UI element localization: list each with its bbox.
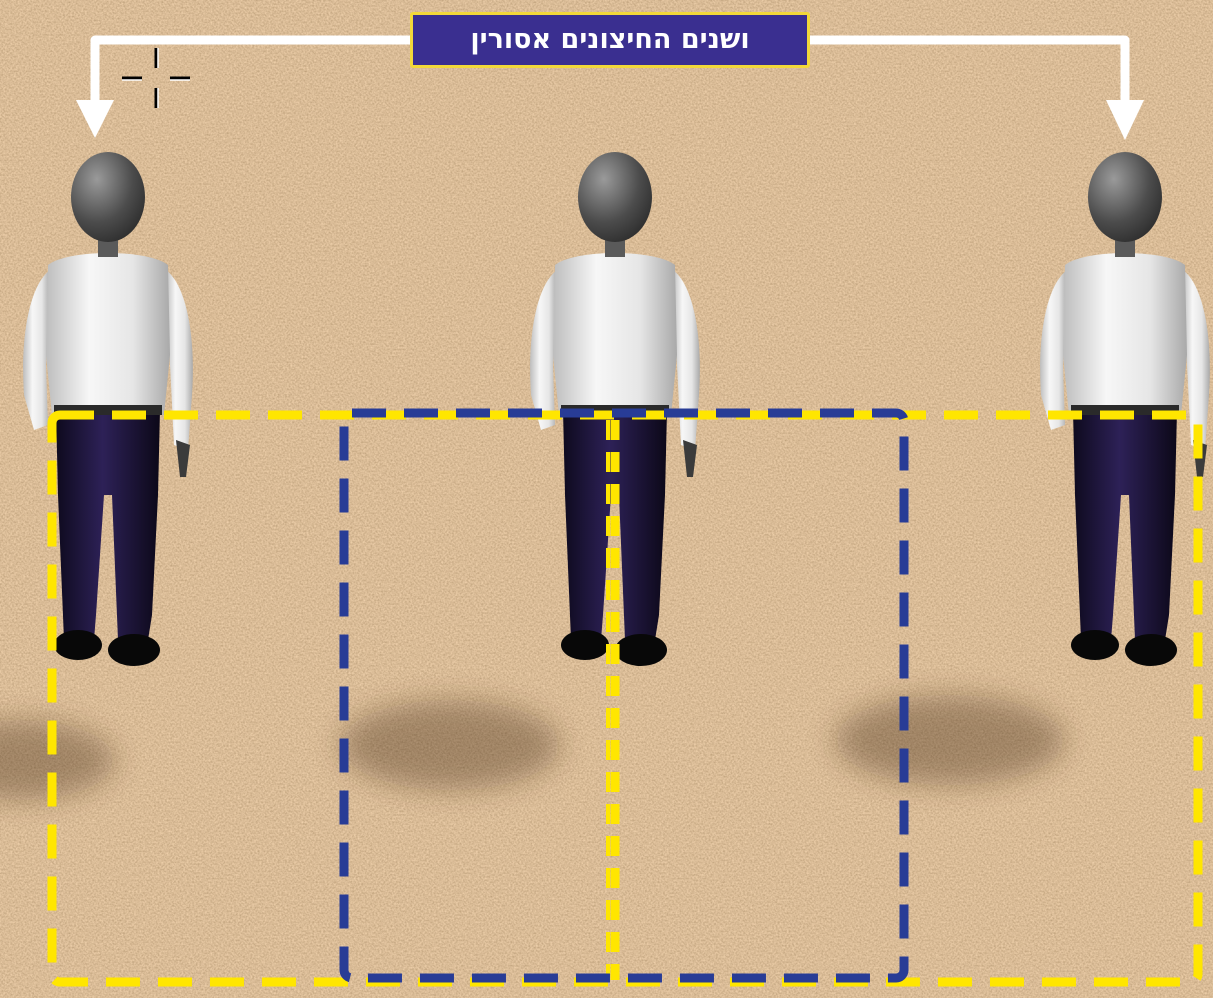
caption-label: ושנים החיצונים אסורין [410,12,810,68]
